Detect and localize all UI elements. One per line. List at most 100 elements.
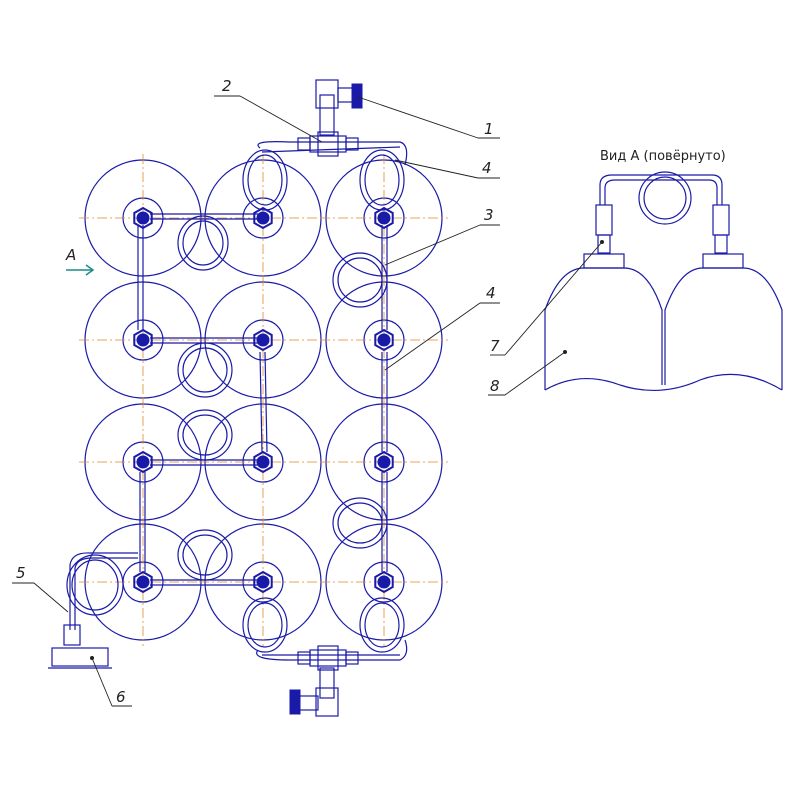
valve-hex-nut bbox=[253, 206, 273, 230]
valve-center bbox=[377, 211, 391, 225]
valve-hex-nut bbox=[133, 570, 153, 594]
pipe-coil bbox=[242, 597, 288, 653]
pipe-coil-inner bbox=[364, 154, 400, 206]
view-title: Вид А (повёрнуто) bbox=[600, 149, 726, 164]
cylinder-break-line bbox=[544, 373, 783, 392]
pipe-coil bbox=[332, 252, 388, 308]
side-valve-left-neck bbox=[597, 234, 611, 254]
pipe-coil-inner bbox=[71, 559, 119, 611]
nut bbox=[345, 137, 359, 151]
pipework bbox=[66, 141, 408, 661]
valve-hex-nut bbox=[253, 328, 273, 352]
gauge-feed-pipe-b bbox=[74, 557, 138, 630]
top-manifold-pipe bbox=[257, 141, 408, 166]
pressure-gauge bbox=[48, 624, 112, 669]
nut bbox=[345, 651, 359, 665]
valve-center bbox=[136, 575, 150, 589]
valve-handwheel bbox=[351, 83, 363, 109]
callout-7: 7 bbox=[490, 337, 500, 355]
valve-stem bbox=[319, 667, 335, 699]
leader-4b bbox=[384, 302, 481, 371]
side-view: Вид А (повёрнуто) bbox=[544, 149, 783, 392]
gauge-body bbox=[51, 647, 109, 667]
leader-6 bbox=[91, 657, 113, 707]
nut bbox=[297, 137, 311, 151]
view-arrow-label: А bbox=[65, 246, 76, 264]
pipe-coil-inner bbox=[182, 534, 228, 576]
valve-center bbox=[136, 333, 150, 347]
tee-fitting-body bbox=[317, 645, 339, 671]
view-arrow: А bbox=[65, 246, 95, 276]
pipe-coil-inner bbox=[182, 347, 228, 393]
pipe-coil bbox=[177, 342, 233, 398]
valve-center bbox=[136, 211, 150, 225]
pipe-coil bbox=[177, 215, 229, 271]
pipe-c2-v2b bbox=[264, 351, 268, 453]
valve-center bbox=[256, 333, 270, 347]
bottom-valve-assembly bbox=[289, 645, 359, 717]
valve-body bbox=[315, 79, 339, 109]
side-pipe-coil-inner bbox=[643, 176, 687, 220]
leader-7 bbox=[504, 241, 603, 356]
callout-4a: 4 bbox=[482, 159, 492, 177]
bottom-manifold-pipe bbox=[256, 639, 408, 661]
valve-center bbox=[256, 211, 270, 225]
pipe-coil-inner bbox=[182, 414, 228, 456]
pipe-coil-inner bbox=[337, 257, 383, 303]
top-manifold-pipe-b bbox=[261, 146, 401, 153]
cylinder-left bbox=[544, 267, 663, 390]
gauge-feed-pipe bbox=[69, 552, 138, 630]
valve-body bbox=[315, 687, 339, 717]
valve-hex-nut bbox=[374, 328, 394, 352]
pipe-coil bbox=[332, 497, 388, 549]
side-valve-right bbox=[712, 204, 730, 236]
gauge-nipple bbox=[63, 624, 81, 646]
pipe-coil-inner bbox=[247, 154, 283, 206]
cylinder-grid bbox=[79, 154, 448, 646]
callout-8: 8 bbox=[490, 377, 500, 395]
callout-1: 1 bbox=[484, 120, 494, 138]
valve-hex-nut bbox=[133, 450, 153, 474]
side-valve-left bbox=[595, 204, 613, 236]
valve-center bbox=[256, 455, 270, 469]
side-connecting-pipe bbox=[599, 174, 723, 205]
pipe-coil bbox=[359, 597, 405, 653]
valve-center bbox=[377, 333, 391, 347]
valve-hex-nut bbox=[133, 328, 153, 352]
valve-hex-nut bbox=[253, 570, 273, 594]
leader-3 bbox=[384, 224, 481, 266]
valve-center bbox=[377, 575, 391, 589]
pipe-coil bbox=[177, 529, 233, 581]
pipe-coil-inner bbox=[337, 502, 383, 544]
top-valve-assembly bbox=[297, 79, 363, 157]
pipe-coil-inner bbox=[247, 602, 283, 648]
pipe-coil-inner bbox=[182, 220, 224, 266]
leader-5 bbox=[33, 582, 69, 613]
valve-stem bbox=[319, 94, 335, 136]
cylinder-collar-right bbox=[702, 253, 744, 269]
valve-hex-nut bbox=[374, 450, 394, 474]
leader-8 bbox=[504, 351, 566, 396]
valve-handwheel bbox=[289, 689, 301, 715]
callout-5: 5 bbox=[16, 564, 26, 582]
callouts: 1 2 4 3 4 7 8 5 6 bbox=[12, 77, 603, 707]
valve-hex-nut bbox=[374, 206, 394, 230]
side-connecting-pipe-b bbox=[604, 179, 718, 205]
pipe-coil bbox=[177, 409, 233, 461]
view-arrow-head bbox=[85, 264, 95, 276]
side-valve-right-neck bbox=[714, 234, 728, 254]
callout-2: 2 bbox=[222, 77, 232, 95]
cylinder-right bbox=[664, 267, 783, 390]
callout-6: 6 bbox=[116, 688, 126, 706]
valve-center bbox=[256, 575, 270, 589]
leader-1 bbox=[357, 96, 479, 139]
tee-fitting bbox=[309, 649, 347, 667]
valve-center bbox=[136, 455, 150, 469]
pipe-coil bbox=[359, 149, 405, 211]
leader-4a bbox=[394, 159, 479, 179]
callout-4b: 4 bbox=[486, 284, 496, 302]
pipe-c2-v2 bbox=[259, 351, 263, 453]
pipe-coil-inner bbox=[364, 602, 400, 648]
